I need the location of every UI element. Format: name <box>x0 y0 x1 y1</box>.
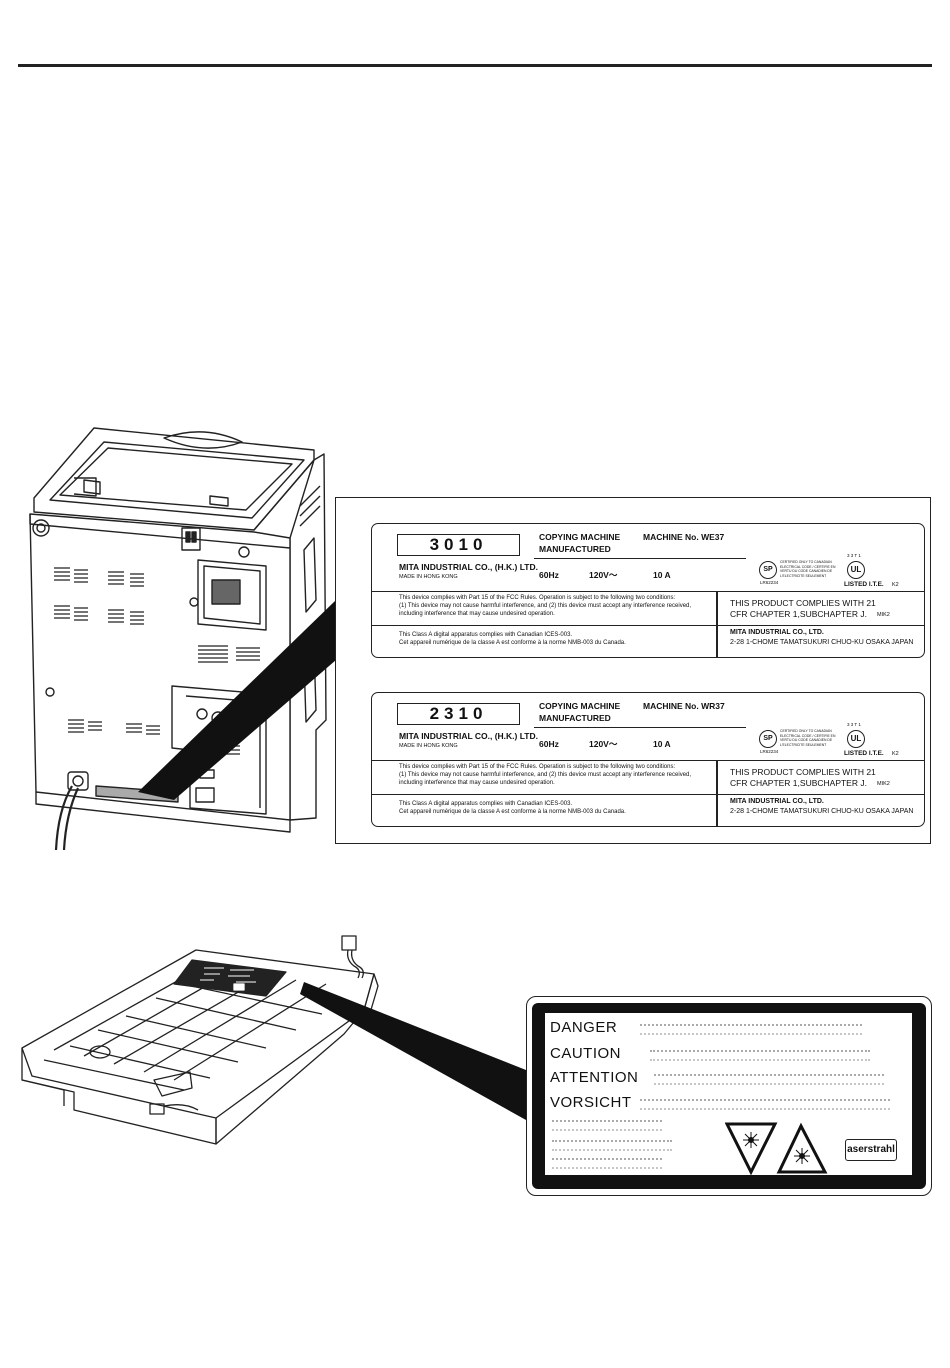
warning-word-caution: CAUTION <box>550 1045 621 1062</box>
rating-plate-2310 <box>371 692 925 827</box>
fcc-statement-2: (1) This device may not cause harmful in… <box>399 603 692 609</box>
ul-mark-icon: UL <box>847 730 865 748</box>
warning-label-panel <box>545 1013 912 1175</box>
voltage: 120V～ <box>589 570 618 580</box>
fcc-statement-1: This device complies with Part 15 of the… <box>399 764 676 770</box>
fcc-statement-3: including interference that may cause un… <box>399 611 555 617</box>
current: 10 A <box>653 570 671 580</box>
manufactured-label: MANUFACTURED <box>539 544 611 554</box>
current: 10 A <box>653 739 671 749</box>
ul-suffix: K2 <box>892 582 899 588</box>
laser-warning-triangle-icon <box>725 1122 828 1176</box>
divider <box>534 727 746 728</box>
warning-word-vorsicht: VORSICHT <box>550 1094 632 1111</box>
csa-certification: CERTIFIED ONLY TO CANADIAN ELECTRICAL CO… <box>780 560 836 578</box>
ul-code: 3 3 T 1 <box>847 553 861 558</box>
illegible-text <box>650 1050 870 1061</box>
cfr-statement-1: THIS PRODUCT COMPLIES WITH 21 <box>730 598 876 608</box>
divider <box>534 558 746 559</box>
machine-number: MACHINE No. WR37 <box>643 701 725 711</box>
csa-mark-icon: SP <box>759 730 777 748</box>
rating-plate-3010 <box>371 523 925 658</box>
csa-certification: CERTIFIED ONLY TO CANADIAN ELECTRICAL CO… <box>780 729 836 747</box>
company-jp: MITA INDUSTRIAL CO., LTD. <box>730 629 824 636</box>
laser-logo: aserstrahl <box>845 1139 897 1161</box>
csa-code: LR62234 <box>760 749 779 754</box>
illegible-text <box>552 1120 662 1131</box>
divider <box>716 591 718 658</box>
cfr-statement-2: CFR CHAPTER 1,SUBCHAPTER J. <box>730 778 867 788</box>
ices-statement-2: Cet appareil numérique de la classe A es… <box>399 809 626 815</box>
ul-listed: LISTED I.T.E. <box>844 750 884 757</box>
made-in: MADE IN HONG KONG <box>399 743 458 749</box>
ul-code: 3 3 T 1 <box>847 722 861 727</box>
illegible-text <box>552 1140 672 1151</box>
divider <box>371 794 925 795</box>
fcc-statement-2: (1) This device may not cause harmful in… <box>399 772 692 778</box>
frequency: 60Hz <box>539 570 559 580</box>
ices-statement-1: This Class A digital apparatus complies … <box>399 801 573 807</box>
csa-mark-icon: SP <box>759 561 777 579</box>
model-number: 3010 <box>397 534 520 556</box>
product-type: COPYING MACHINE <box>539 701 621 711</box>
illegible-text <box>552 1158 662 1169</box>
divider <box>371 591 925 592</box>
fcc-statement-3: including interference that may cause un… <box>399 780 555 786</box>
divider <box>371 760 925 761</box>
company-hk: MITA INDUSTRIAL CO., (H.K.) LTD. <box>399 731 538 741</box>
divider <box>716 760 718 827</box>
manufactured-label: MANUFACTURED <box>539 713 611 723</box>
warning-word-danger: DANGER <box>550 1019 618 1036</box>
ul-listed: LISTED I.T.E. <box>844 581 884 588</box>
divider <box>371 625 925 626</box>
illegible-text <box>640 1099 890 1110</box>
mik-code: MIK2 <box>877 612 890 618</box>
mik-code: MIK2 <box>877 781 890 787</box>
frequency: 60Hz <box>539 739 559 749</box>
voltage: 120V～ <box>589 739 618 749</box>
company-hk: MITA INDUSTRIAL CO., (H.K.) LTD. <box>399 562 538 572</box>
laser-scanner-unit-illustration <box>21 935 526 1145</box>
model-number: 2310 <box>397 703 520 725</box>
product-type: COPYING MACHINE <box>539 532 621 542</box>
ul-mark-icon: UL <box>847 561 865 579</box>
made-in: MADE IN HONG KONG <box>399 574 458 580</box>
address: 2-28 1-CHOME TAMATSUKURI CHUO-KU OSAKA J… <box>730 639 914 646</box>
top-rule <box>18 64 932 67</box>
csa-code: LR62234 <box>760 580 779 585</box>
ices-statement-2: Cet appareil numérique de la classe A es… <box>399 640 626 646</box>
ul-suffix: K2 <box>892 751 899 757</box>
company-jp: MITA INDUSTRIAL CO., LTD. <box>730 798 824 805</box>
cfr-statement-2: CFR CHAPTER 1,SUBCHAPTER J. <box>730 609 867 619</box>
cfr-statement-1: THIS PRODUCT COMPLIES WITH 21 <box>730 767 876 777</box>
warning-word-attention: ATTENTION <box>550 1069 639 1086</box>
address: 2-28 1-CHOME TAMATSUKURI CHUO-KU OSAKA J… <box>730 808 914 815</box>
machine-number: MACHINE No. WE37 <box>643 532 725 542</box>
fcc-statement-1: This device complies with Part 15 of the… <box>399 595 676 601</box>
illegible-text <box>640 1024 862 1035</box>
copier-rear-illustration <box>29 427 336 850</box>
illegible-text <box>654 1074 884 1085</box>
ices-statement-1: This Class A digital apparatus complies … <box>399 632 573 638</box>
